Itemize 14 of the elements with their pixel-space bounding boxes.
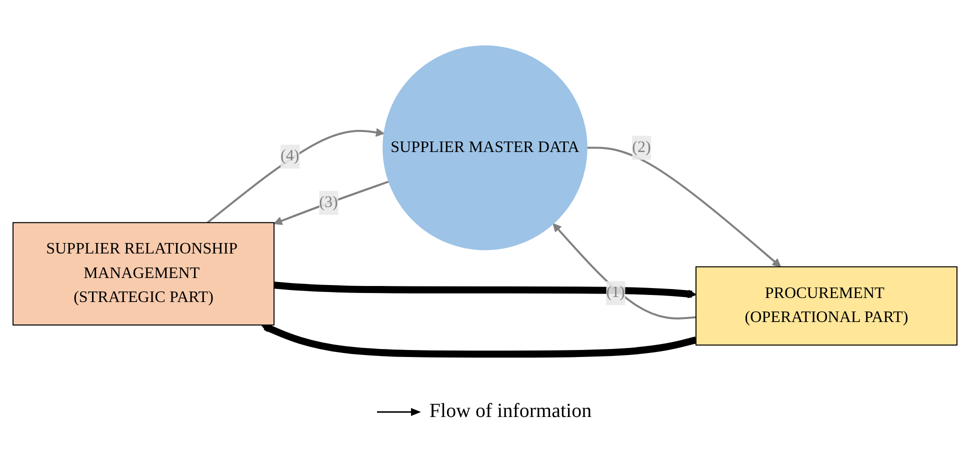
arrow: [552, 223, 696, 320]
arrow: [273, 282, 696, 298]
edge-label: (4): [280, 148, 299, 165]
edge-label: (2): [632, 138, 650, 156]
legend-text: Flow of information: [429, 400, 592, 423]
node-circle: SUPPLIER MASTER DATA: [382, 45, 587, 250]
edge-label: (1): [606, 284, 624, 302]
arrow: [260, 323, 696, 358]
node-box: SUPPLIER RELATIONSHIP MANAGEMENT (STRATEGIC PART): [12, 222, 274, 326]
arrow: [586, 146, 781, 268]
edge-label: (3): [318, 194, 338, 211]
arrow: [273, 180, 389, 225]
node-box: PROCUREMENT (OPERATIONAL PART): [694, 266, 957, 346]
arrow: [206, 128, 384, 224]
